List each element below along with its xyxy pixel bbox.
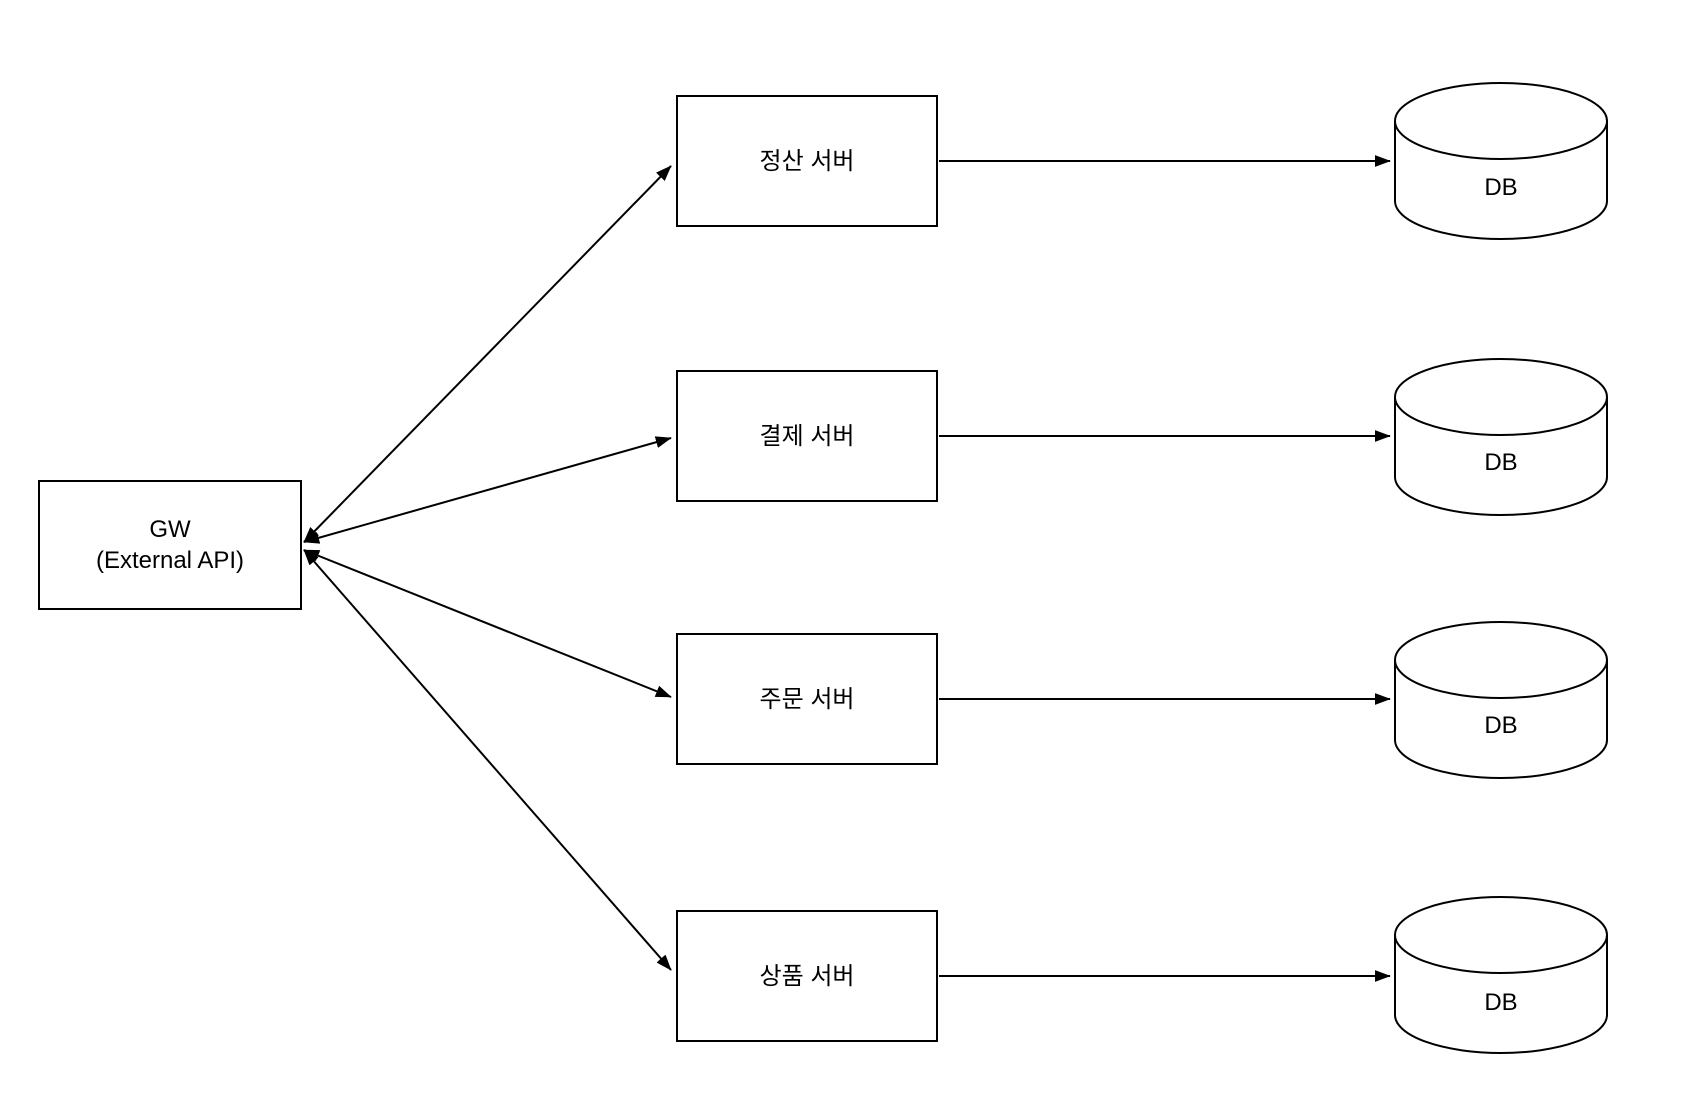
server-node-order: 주문 서버 [676, 633, 938, 765]
db-cylinder-body-2 [1394, 358, 1608, 516]
db-label: DB [1484, 989, 1518, 1016]
database-node-1 [1394, 82, 1608, 240]
gateway-label-line1: GW [149, 516, 191, 543]
server-label: 정산 서버 [759, 147, 855, 175]
edge-gateway-product-server [303, 549, 672, 971]
db-cylinder-rim-2 [1394, 396, 1608, 436]
edge-gateway-settlement-server [303, 165, 672, 543]
db-cylinder-body-4 [1394, 896, 1608, 1054]
db-label: DB [1484, 449, 1518, 476]
db-cylinder-body-3 [1394, 621, 1608, 779]
server-node-settlement: 정산 서버 [676, 95, 938, 227]
database-node-4 [1394, 896, 1608, 1054]
db-cylinder-rim-3 [1394, 659, 1608, 699]
edge-gateway-order-server [303, 549, 672, 698]
server-node-payment: 결제 서버 [676, 370, 938, 502]
db-label: DB [1484, 712, 1518, 739]
gateway-label-line2: (External API) [95, 547, 245, 574]
server-label: 결제 서버 [759, 422, 855, 450]
gateway-node: GW (External API) [38, 480, 302, 610]
server-label: 주문 서버 [759, 685, 855, 713]
database-node-2 [1394, 358, 1608, 516]
server-label: 상품 서버 [759, 962, 855, 990]
db-cylinder-rim-1 [1394, 120, 1608, 160]
database-node-3 [1394, 621, 1608, 779]
db-cylinder-body-1 [1394, 82, 1608, 240]
db-cylinder-rim-4 [1394, 934, 1608, 974]
server-node-product: 상품 서버 [676, 910, 938, 1042]
edge-gateway-payment-server [303, 436, 672, 544]
db-label: DB [1484, 174, 1518, 201]
